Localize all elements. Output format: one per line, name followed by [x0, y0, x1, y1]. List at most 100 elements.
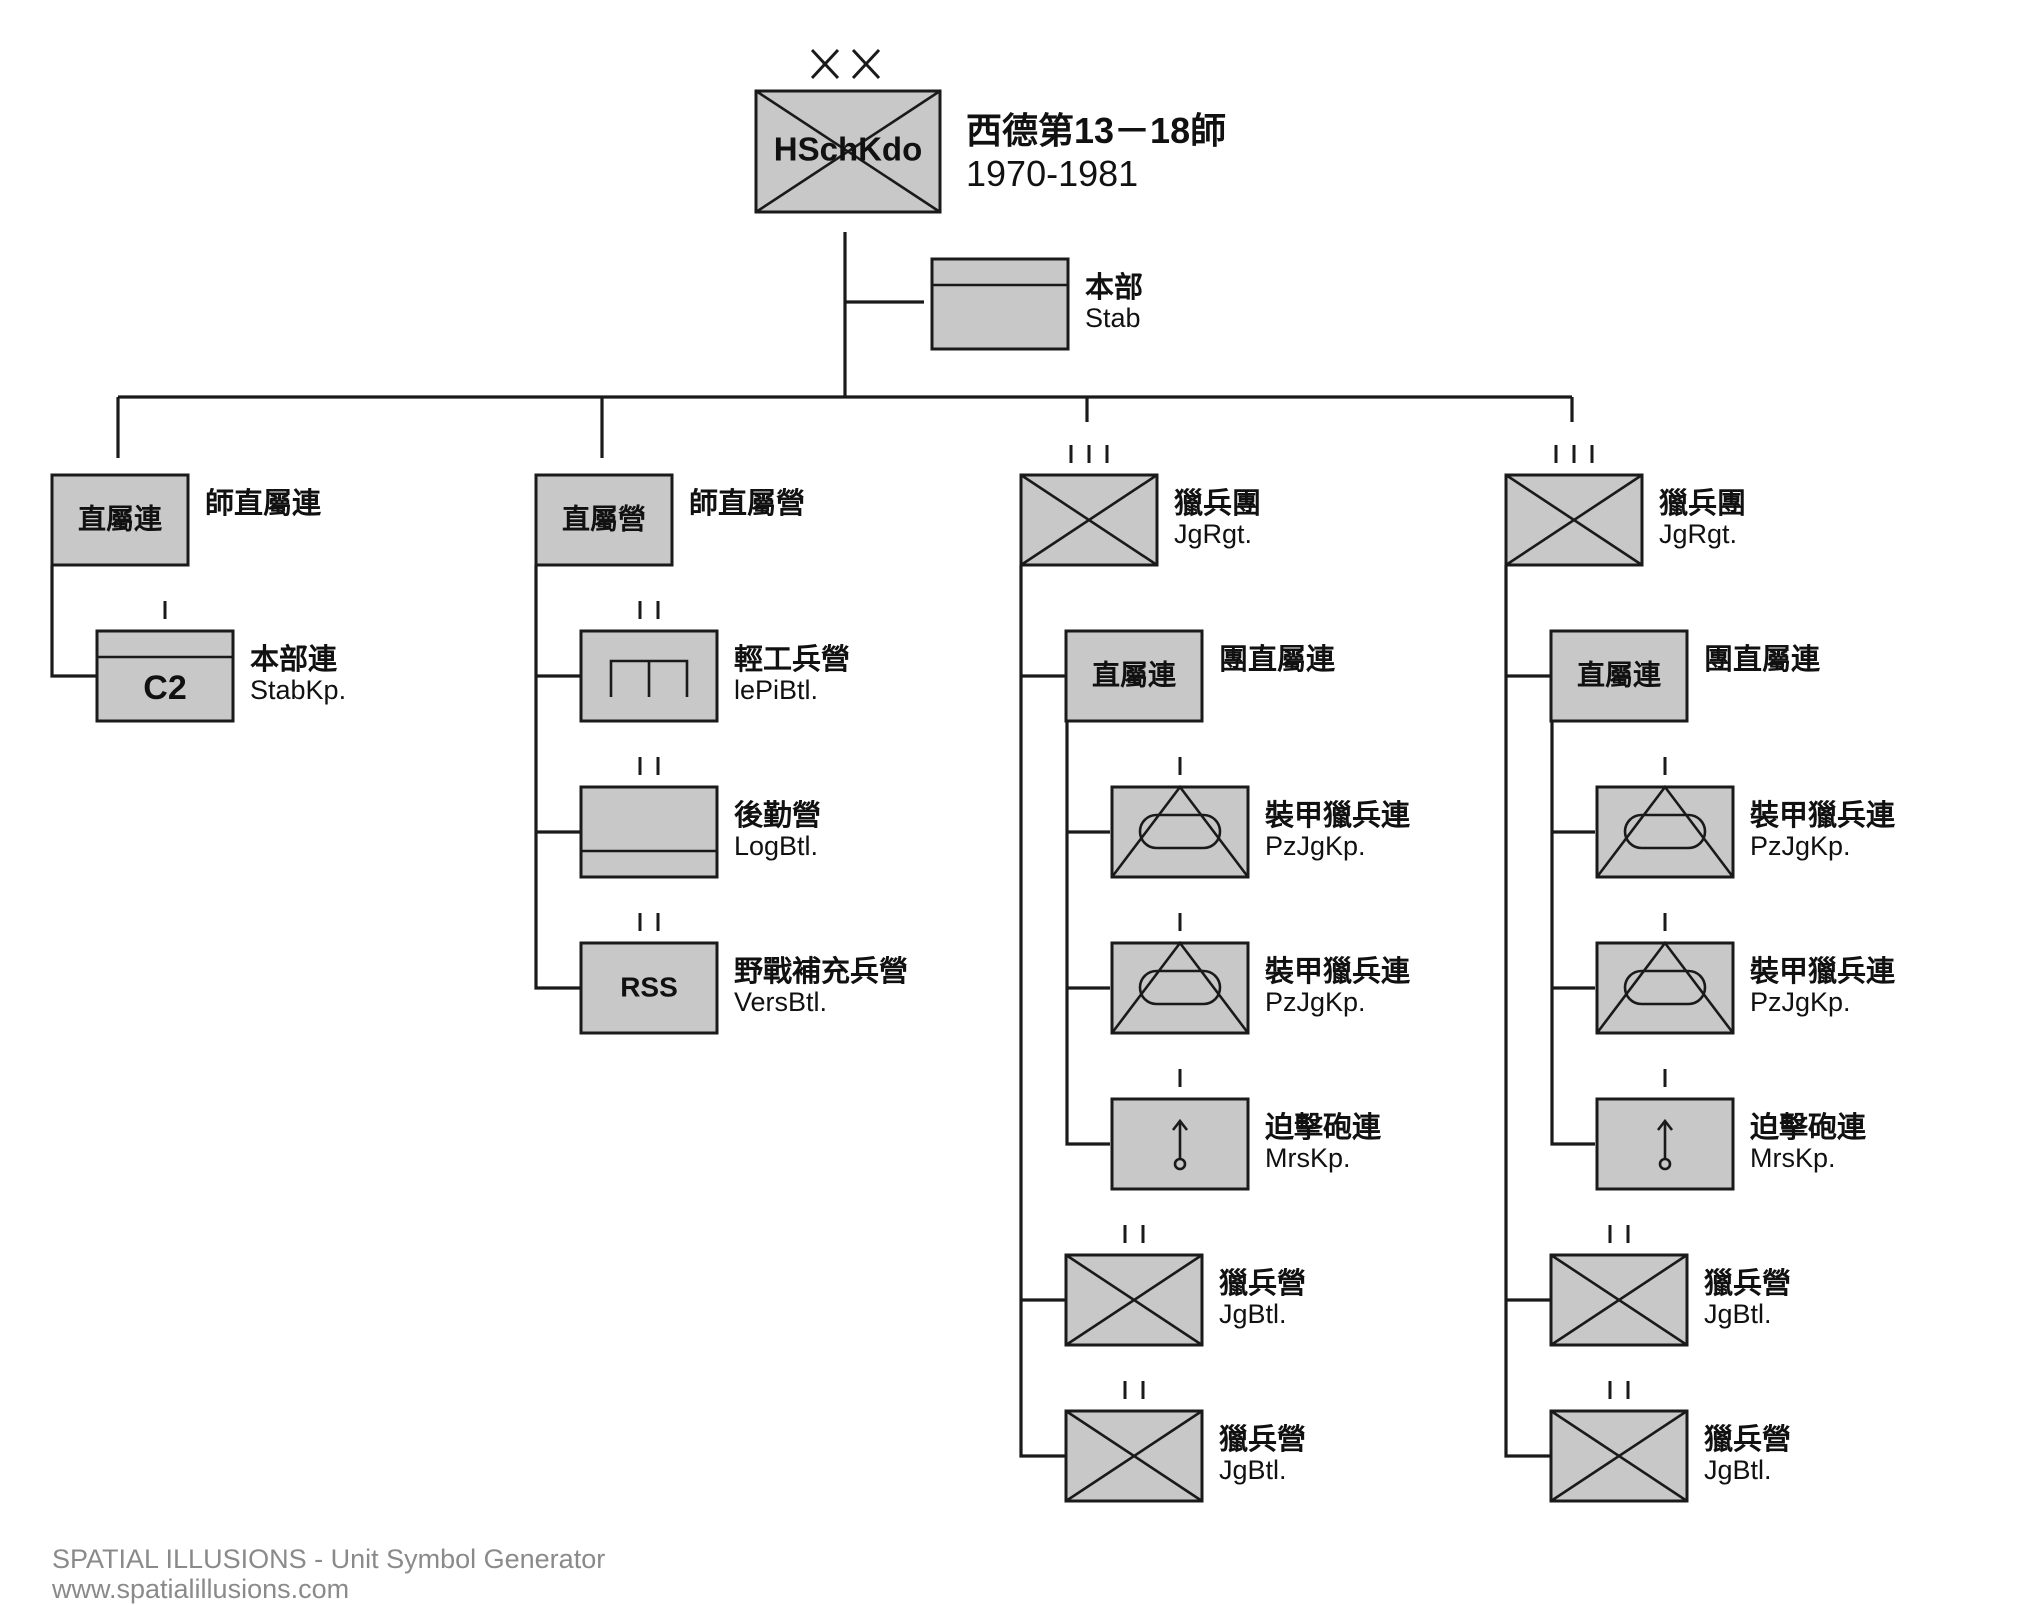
antitank-armor-icon	[1110, 784, 1250, 878]
footer-url: www.spatialillusions.com	[52, 1574, 350, 1604]
unit-abbreviation: PzJgKp.	[1265, 987, 1366, 1017]
mortar-icon	[1171, 1118, 1189, 1171]
unit-abbreviation: StabKp.	[250, 675, 346, 705]
unit-name: 師直屬營	[689, 487, 805, 520]
unit-regt-hq-co-b: 直屬連 團直屬連	[1549, 629, 1821, 723]
unit-name: 獵兵團	[1659, 487, 1746, 520]
division-symbol: HSchKdo	[754, 48, 942, 214]
unit-frame	[1064, 629, 1204, 723]
unit-frame	[930, 257, 1070, 351]
unit-name: 裝甲獵兵連	[1265, 955, 1411, 988]
unit-abbreviation: Stab	[1085, 303, 1141, 333]
engineer-icon	[609, 659, 689, 697]
unit-frame	[95, 629, 235, 723]
unit-abbreviation: JgRgt.	[1174, 519, 1252, 549]
unit-name: 團直屬連	[1219, 643, 1336, 676]
unit-div-hq-co: 直屬連師直屬連	[50, 473, 322, 567]
echelon-ii	[638, 913, 660, 931]
unit-name: 本部連	[250, 642, 338, 676]
infantry-cross-icon	[1020, 473, 1158, 567]
infantry-cross-icon	[1550, 1253, 1688, 1347]
unit-name: 獵兵營	[1219, 1267, 1306, 1300]
unit-name: 裝甲獵兵連	[1750, 799, 1896, 832]
footer-generator: SPATIAL ILLUSIONS - Unit Symbol Generato…	[52, 1544, 606, 1574]
infantry-cross-icon	[1065, 1253, 1203, 1347]
infantry-cross-icon	[1505, 473, 1643, 567]
unit-frame	[1549, 629, 1689, 723]
unit-name: 本部	[1085, 270, 1143, 304]
unit-symbol-text: 直屬連	[1092, 659, 1177, 690]
unit-abbreviation: lePiBtl.	[734, 675, 818, 705]
unit-abbreviation: PzJgKp.	[1750, 987, 1851, 1017]
unit-abbreviation: JgBtl.	[1704, 1299, 1772, 1329]
unit-symbol-text: 直屬連	[78, 503, 163, 534]
unit-name: 獵兵團	[1174, 487, 1261, 520]
unit-name: 迫擊砲連	[1750, 1110, 1867, 1144]
unit-frame	[1110, 941, 1250, 1035]
unit-name: 獵兵營	[1704, 1423, 1791, 1456]
echelon-iii	[1069, 445, 1109, 463]
unit-name: 迫擊砲連	[1265, 1110, 1382, 1144]
unit-frame	[579, 785, 719, 879]
unit-frame	[50, 473, 190, 567]
antitank-armor-icon	[1595, 940, 1735, 1034]
unit-name: 獵兵營	[1219, 1423, 1306, 1456]
echelon-ii	[1608, 1225, 1630, 1243]
unit-abbreviation: JgRgt.	[1659, 519, 1737, 549]
echelon-ii	[1608, 1381, 1630, 1399]
echelon-ii	[1123, 1381, 1145, 1399]
unit-name: 裝甲獵兵連	[1750, 955, 1896, 988]
unit-frame	[534, 473, 674, 567]
unit-abbreviation: MrsKp.	[1265, 1143, 1351, 1173]
unit-frame	[579, 941, 719, 1035]
unit-symbol-text: 直屬營	[562, 503, 646, 534]
connector-lines	[50, 232, 1595, 1458]
unit-regt-hq-co-a: 直屬連 團直屬連	[1064, 629, 1336, 723]
unit-abbreviation: VersBtl.	[734, 987, 827, 1017]
unit-symbol-text: RSS	[620, 971, 678, 1002]
unit-symbol-text: C2	[143, 669, 186, 707]
unit-name: 團直屬連	[1704, 643, 1821, 676]
division-years: 1970-1981	[966, 153, 1138, 194]
unit-abbreviation: JgBtl.	[1219, 1299, 1287, 1329]
echelon-ii	[1123, 1225, 1145, 1243]
echelon-xx	[810, 48, 881, 80]
infantry-cross-icon	[1550, 1409, 1688, 1503]
unit-abbreviation: MrsKp.	[1750, 1143, 1836, 1173]
unit-abbreviation: PzJgKp.	[1750, 831, 1851, 861]
echelon-iii	[1554, 445, 1594, 463]
echelon-ii	[638, 757, 660, 775]
division-symbol-text: HSchKdo	[774, 131, 923, 168]
unit-abbreviation: LogBtl.	[734, 831, 818, 861]
unit-frame	[1110, 785, 1250, 879]
antitank-armor-icon	[1595, 784, 1735, 878]
unit-abbreviation: JgBtl.	[1704, 1455, 1772, 1485]
unit-div-hq-btl: 直屬營 師直屬營	[534, 473, 805, 567]
unit-name: 裝甲獵兵連	[1265, 799, 1411, 832]
unit-name: 獵兵營	[1704, 1267, 1791, 1300]
unit-name: 輕工兵營	[734, 643, 850, 676]
unit-nodes: 本部Stab直屬連師直屬連直屬營師直屬營獵兵團JgRgt.獵兵團JgRgt.C2…	[50, 257, 1896, 1503]
unit-name: 後勤營	[734, 799, 821, 832]
infantry-cross-icon	[1065, 1409, 1203, 1503]
unit-symbol-text: 直屬連	[1577, 659, 1662, 690]
mortar-icon	[1656, 1118, 1674, 1171]
unit-name: 野戰補充兵營	[734, 955, 908, 988]
unit-frame	[1595, 785, 1735, 879]
division-title: 西德第13－18師	[966, 110, 1226, 151]
